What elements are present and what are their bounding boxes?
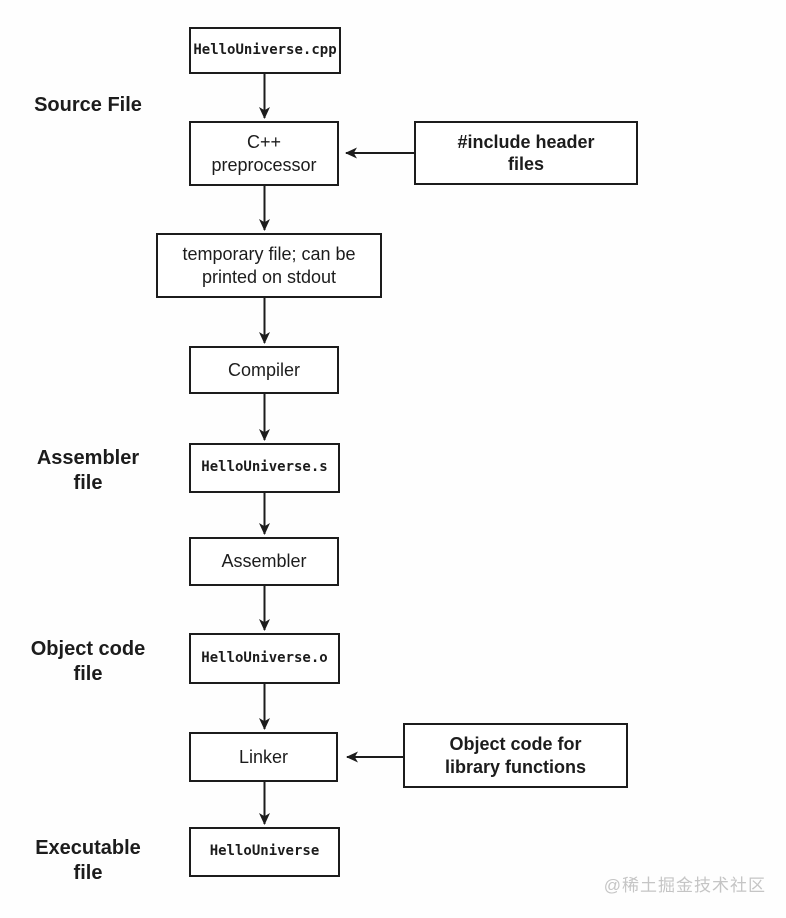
- node-linker: Linker: [189, 732, 338, 782]
- node-object-file: HelloUniverse.o: [189, 633, 340, 684]
- node-temp-file: temporary file; can be printed on stdout: [156, 233, 382, 298]
- callout-object-code-library: Object code for library functions: [403, 723, 628, 788]
- callout-include-headers: #include header files: [414, 121, 638, 185]
- node-compiler-label: Compiler: [227, 359, 301, 380]
- node-compiler: Compiler: [189, 346, 339, 394]
- stage-label-assembler-file: Assembler file: [36, 447, 140, 494]
- node-source-file-label: HelloUniverse.cpp: [193, 41, 337, 58]
- node-assembler-file: HelloUniverse.s: [189, 443, 340, 493]
- callout-object-code-library-label: Object code for library functions: [444, 734, 587, 777]
- node-linker-label: Linker: [238, 746, 289, 767]
- node-preprocessor: C++ preprocessor: [189, 121, 339, 186]
- node-executable: HelloUniverse: [189, 827, 340, 877]
- node-executable-label: HelloUniverse: [209, 843, 320, 860]
- node-temp-file-label: temporary file; can be printed on stdout: [182, 244, 356, 287]
- stage-label-object-code-file: Object code file: [30, 638, 146, 685]
- node-preprocessor-label: C++ preprocessor: [211, 132, 317, 175]
- watermark-text: @稀土掘金技术社区: [603, 876, 766, 895]
- node-assembler: Assembler: [189, 537, 339, 586]
- node-assembler-file-label: HelloUniverse.s: [201, 459, 328, 476]
- node-object-file-label: HelloUniverse.o: [201, 649, 328, 666]
- node-source-file: HelloUniverse.cpp: [189, 27, 341, 74]
- stage-label-executable-file: Executable file: [35, 837, 141, 884]
- stage-label-source-file: Source File: [34, 94, 142, 116]
- callout-include-headers-label: #include header files: [457, 131, 595, 175]
- node-assembler-label: Assembler: [221, 551, 307, 572]
